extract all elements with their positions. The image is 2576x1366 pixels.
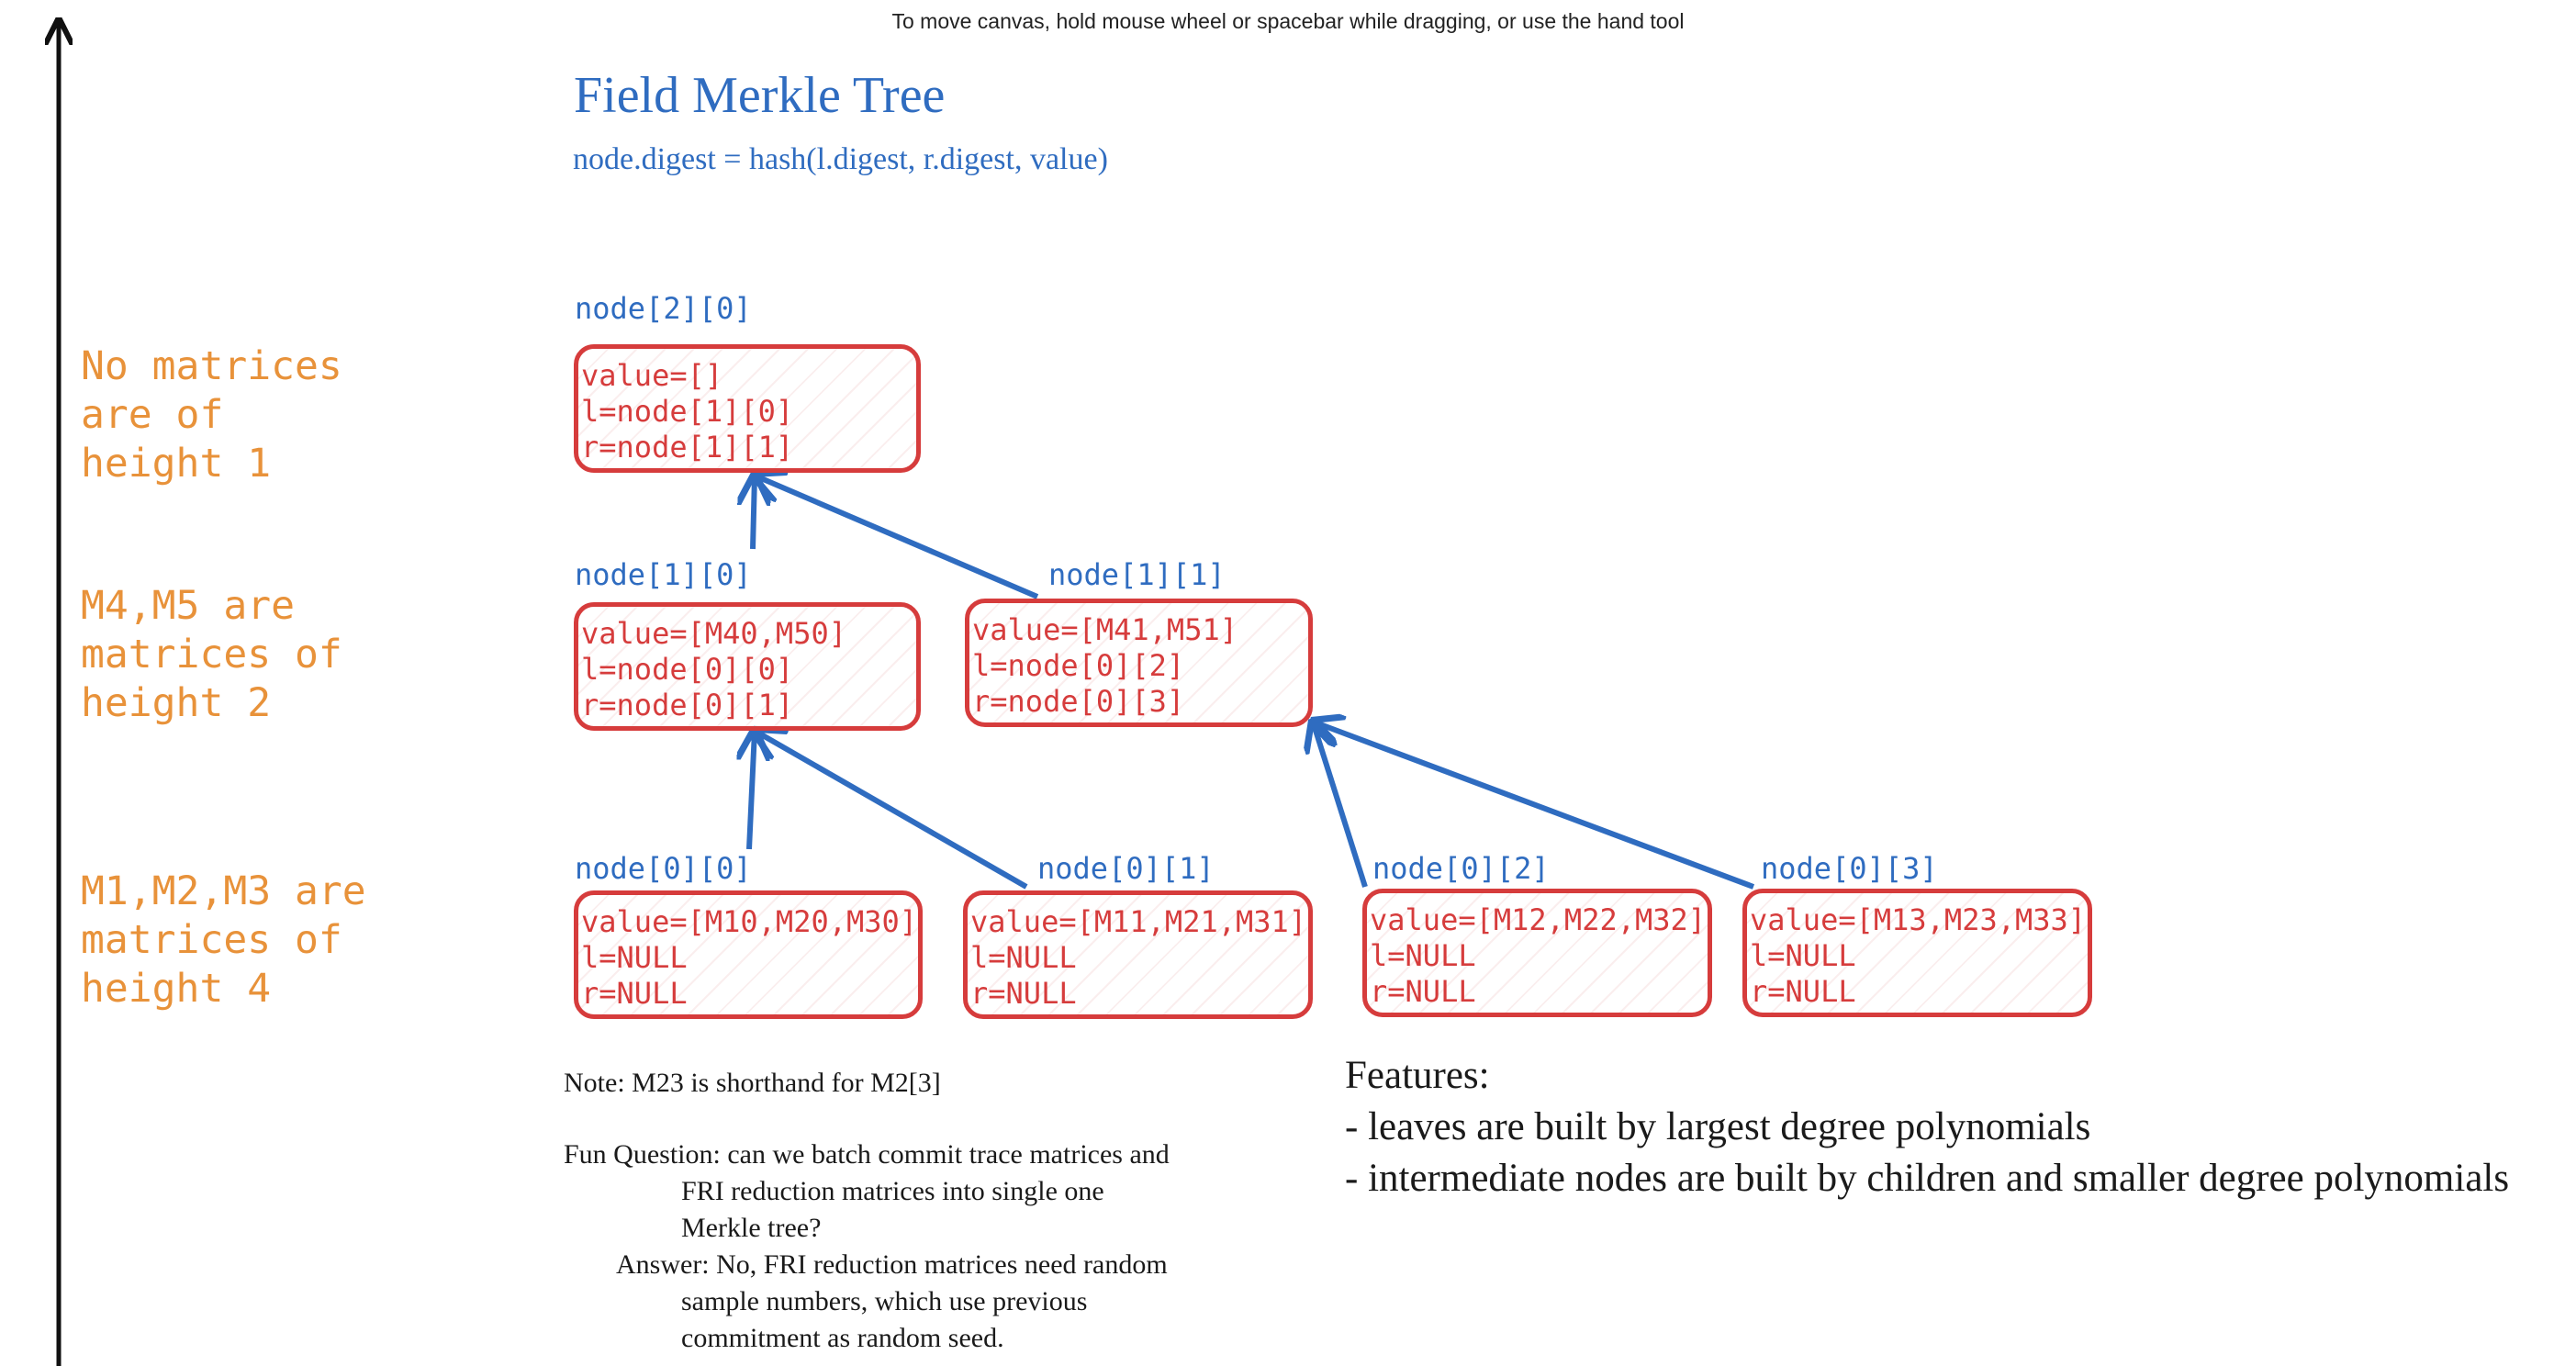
node-label-1-1: node[1][1] (1048, 557, 1226, 592)
node-label-1-0: node[1][0] (575, 557, 752, 592)
fun-question: Fun Question: can we batch commit trace … (564, 1139, 1170, 1243)
edge-n01-to-n10 (755, 731, 1028, 890)
node-box-0-3[interactable]: value=[M13,M23,M33] l=NULL r=NULL (1742, 889, 2092, 1017)
node-label-2-0: node[2][0] (575, 291, 752, 326)
node-label-0-0: node[0][0] (575, 851, 752, 886)
edge-n10-to-n20 (753, 476, 755, 550)
answer: Answer: No, FRI reduction matrices need … (616, 1249, 1168, 1353)
node-box-0-0[interactable]: value=[M10,M20,M30] l=NULL r=NULL (574, 890, 923, 1019)
node-label-0-3: node[0][3] (1761, 851, 1938, 886)
edge-n00-to-n10 (749, 731, 755, 850)
height-2-label: M4,M5 are matrices of height 2 (81, 583, 342, 726)
diagram-subtitle: node.digest = hash(l.digest, r.digest, v… (573, 142, 1108, 176)
features-block: Features: - leaves are built by largest … (1345, 1050, 2509, 1204)
feature-item: - intermediate nodes are built by childr… (1345, 1157, 2510, 1200)
shorthand-note: Note: M23 is shorthand for M2[3] (564, 1068, 941, 1098)
edge-n02-to-n11 (1313, 722, 1368, 888)
node-box-1-1[interactable]: value=[M41,M51] l=node[0][2] r=node[0][3… (965, 599, 1313, 727)
node-box-2-0[interactable]: value=[] l=node[1][0] r=node[1][1] (574, 344, 921, 473)
diagram-title: Field Merkle Tree (574, 67, 946, 124)
height-1-label: No matrices are of height 1 (81, 343, 342, 487)
node-label-0-2: node[0][2] (1372, 851, 1550, 886)
node-box-0-2[interactable]: value=[M12,M22,M32] l=NULL r=NULL (1362, 889, 1712, 1017)
feature-item: - leaves are built by largest degree pol… (1345, 1105, 2091, 1148)
node-label-0-1: node[0][1] (1037, 851, 1215, 886)
node-box-0-1[interactable]: value=[M11,M21,M31] l=NULL r=NULL (963, 890, 1313, 1019)
height-4-label: M1,M2,M3 are matrices of height 4 (81, 868, 366, 1012)
features-heading: Features: (1345, 1054, 1490, 1097)
edge-n03-to-n11 (1313, 722, 1755, 890)
node-box-1-0[interactable]: value=[M40,M50] l=node[0][0] r=node[0][1… (574, 602, 921, 731)
canvas-hint: To move canvas, hold mouse wheel or spac… (891, 9, 1685, 33)
edge-n11-to-n20 (755, 476, 1039, 599)
